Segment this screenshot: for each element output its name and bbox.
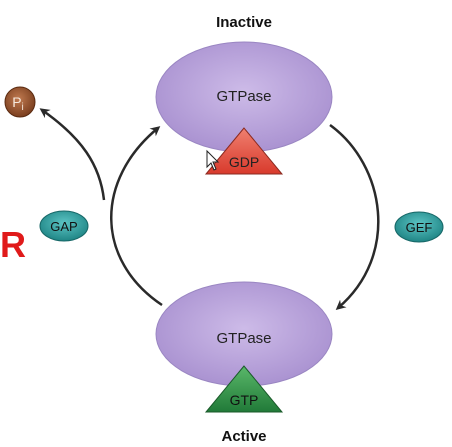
side-letter-r: R xyxy=(0,224,26,265)
gdp-label: GDP xyxy=(229,154,259,170)
gap-regulator: GAP xyxy=(39,210,89,242)
phosphate-circle xyxy=(4,86,36,118)
gap-badge xyxy=(39,210,89,242)
arrow-active-to-inactive xyxy=(110,126,163,307)
gtp-label: GTP xyxy=(230,392,259,408)
active-gtpase-label: GTPase xyxy=(216,330,271,347)
phosphate-symbol: P xyxy=(12,94,21,110)
gef-label: GEF xyxy=(406,220,433,235)
gap-label: GAP xyxy=(50,219,77,234)
phosphate-pi: Pi xyxy=(4,86,36,118)
arrow-inactive-to-active xyxy=(329,123,380,310)
inactive-state-label: Inactive xyxy=(216,14,272,31)
gtp-triangle xyxy=(204,365,284,413)
gdp-triangle xyxy=(204,127,284,175)
phosphate-subscript: i xyxy=(22,102,24,113)
active-state-label: Active xyxy=(221,428,266,445)
gef-badge xyxy=(394,211,444,243)
inactive-gtpase-label: GTPase xyxy=(216,88,271,105)
gef-regulator: GEF xyxy=(394,211,444,243)
active-gtpase: GTPase GTP xyxy=(155,281,333,413)
arrow-phosphate-release xyxy=(39,108,106,201)
mouse-cursor-icon xyxy=(206,149,220,171)
phosphate-label: Pi xyxy=(12,94,24,113)
inactive-gtpase: GTPase GDP xyxy=(155,41,333,175)
